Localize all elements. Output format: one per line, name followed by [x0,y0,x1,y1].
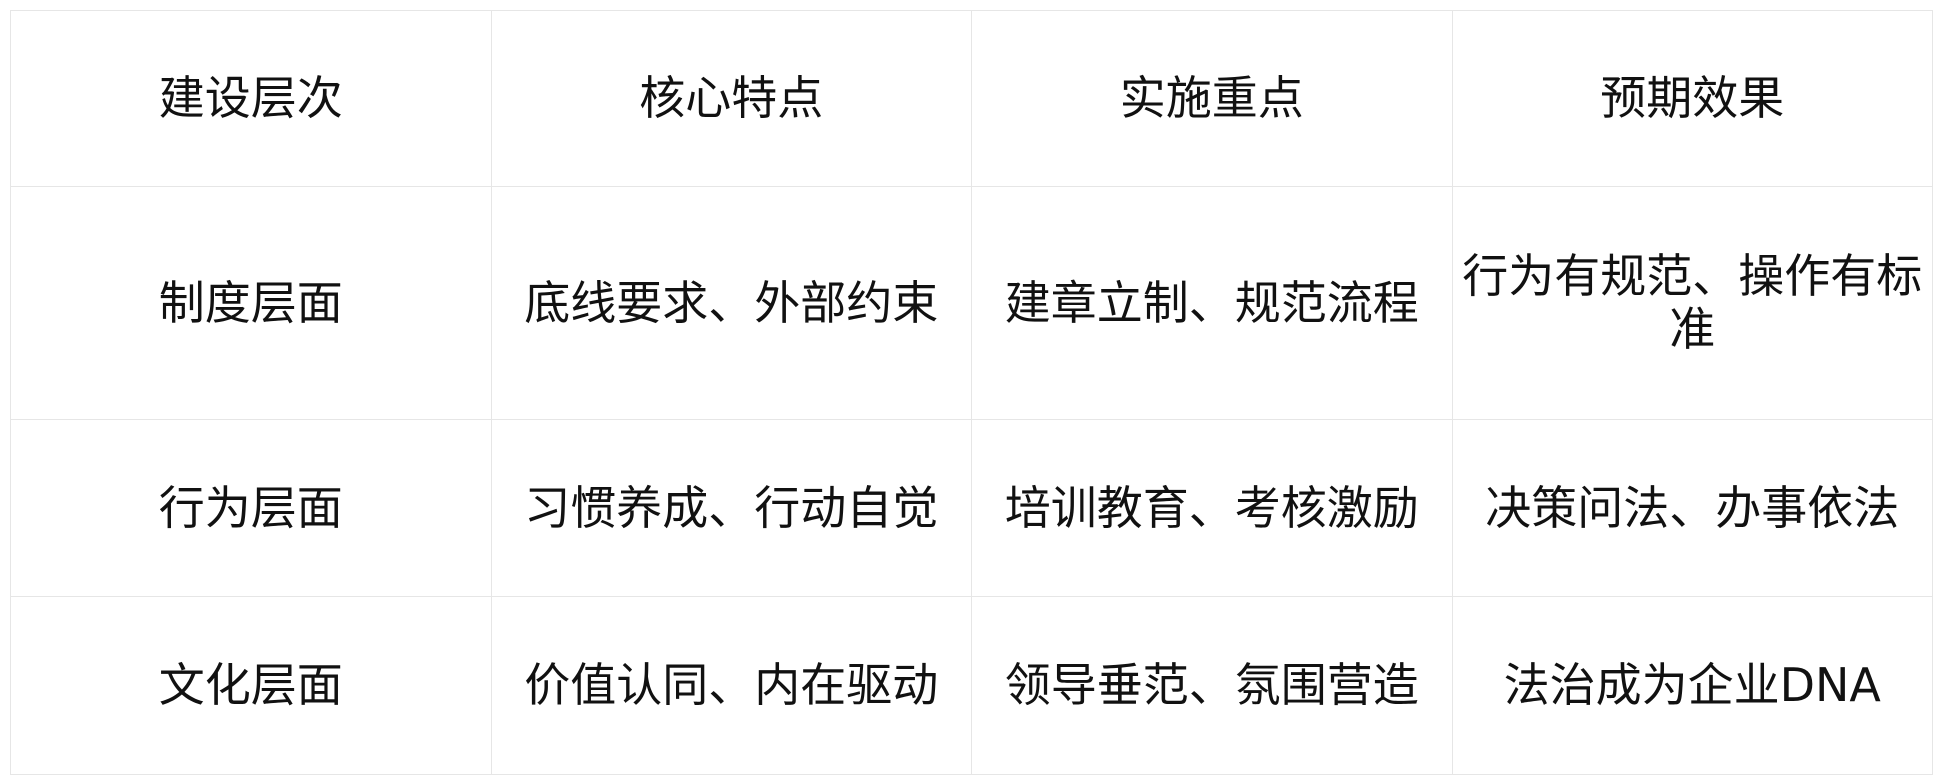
table-row: 文化层面 价值认同、内在驱动 领导垂范、氛围营造 法治成为企业DNA [10,596,1933,775]
header-cell: 预期效果 [1451,10,1933,187]
table-cell: 决策问法、办事依法 [1451,419,1933,597]
table-row: 行为层面 习惯养成、行动自觉 培训教育、考核激励 决策问法、办事依法 [10,419,1933,597]
table-cell: 培训教育、考核激励 [971,419,1453,597]
table-cell: 文化层面 [10,596,492,775]
table-header-row: 建设层次 核心特点 实施重点 预期效果 [10,10,1933,187]
table-cell: 底线要求、外部约束 [490,186,972,420]
header-cell: 建设层次 [10,10,492,187]
table-cell: 习惯养成、行动自觉 [490,419,972,597]
table-cell: 价值认同、内在驱动 [490,596,972,775]
table-row: 制度层面 底线要求、外部约束 建章立制、规范流程 行为有规范、操作有标准 [10,186,1933,420]
construction-levels-table: 建设层次 核心特点 实施重点 预期效果 制度层面 底线要求、外部约束 建章立制、… [10,10,1933,775]
table-cell: 领导垂范、氛围营造 [971,596,1453,775]
header-cell: 实施重点 [971,10,1453,187]
header-cell: 核心特点 [490,10,972,187]
table-cell: 行为层面 [10,419,492,597]
table-cell: 行为有规范、操作有标准 [1451,186,1933,420]
table-cell: 制度层面 [10,186,492,420]
table-cell: 法治成为企业DNA [1451,596,1933,775]
table-cell: 建章立制、规范流程 [971,186,1453,420]
